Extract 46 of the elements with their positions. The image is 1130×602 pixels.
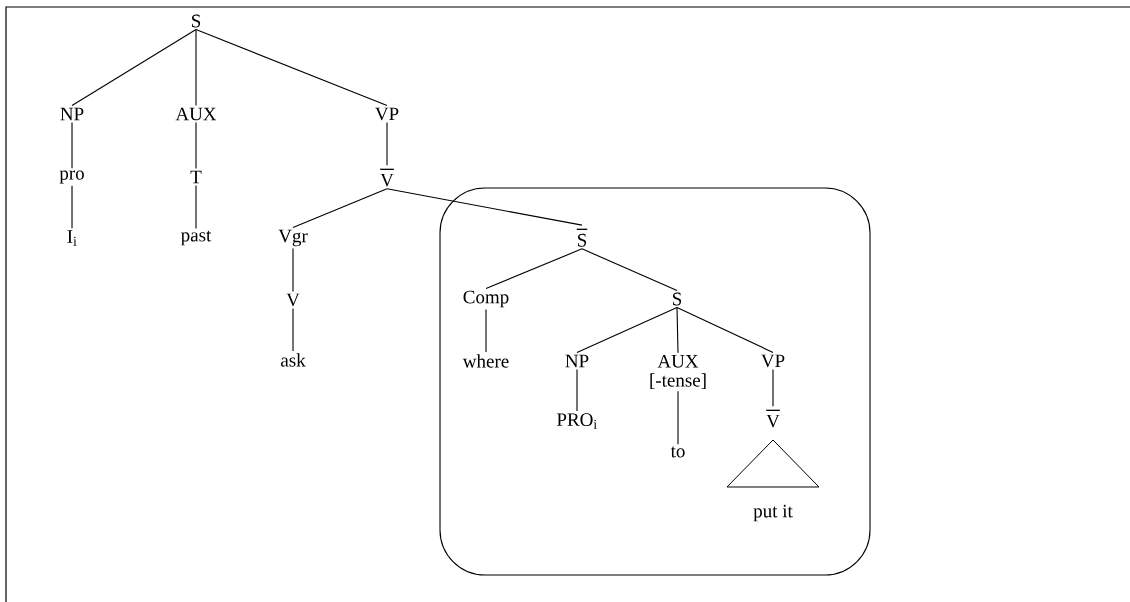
tree-branch: [576, 368, 578, 412]
tree-label: S: [673, 292, 682, 306]
tree-label: PRO$_{i}$: [557, 413, 597, 429]
tree-label: AUX: [175, 107, 217, 121]
tree-branch: [386, 188, 583, 226]
tree-label: Vgr: [278, 229, 308, 247]
tree-label: $\overline{\hbox{V}}$: [380, 169, 394, 187]
tree-branch: [485, 248, 583, 290]
tree-label: AUX [-tense]: [650, 354, 706, 390]
tree-branch: [71, 185, 73, 229]
tree-branch: [195, 122, 197, 170]
tree-branch: [676, 307, 774, 353]
tree-branch: [195, 29, 388, 106]
tree-label: to: [670, 446, 685, 458]
tree-branch: [677, 390, 679, 445]
tree-branch: [292, 308, 294, 352]
tree-label: S: [192, 14, 201, 28]
tree-branch: [292, 247, 294, 292]
tree-label: NP: [565, 354, 589, 368]
tree-branch: [71, 29, 197, 107]
tree-label: pro: [59, 170, 84, 184]
tree-branch: [195, 184, 197, 229]
tree-label: $\overline{\hbox{V}}$: [766, 410, 780, 428]
tree-label: ask: [281, 353, 306, 367]
tree-label: where: [462, 354, 509, 368]
tree-branch: [576, 307, 678, 354]
node-label: put it: [753, 504, 793, 522]
tree-branch: [772, 369, 774, 407]
tree-label: VP: [375, 107, 399, 121]
tree-label: T: [190, 170, 202, 184]
tree-label: VP: [761, 354, 785, 368]
tree-branch: [485, 308, 487, 353]
tree-branch: [386, 122, 388, 166]
tree-branch: [676, 307, 679, 354]
tree-label: V: [286, 293, 300, 307]
tree-label: Comp: [463, 290, 509, 308]
tree-branch: [195, 29, 197, 106]
triangle-abbreviation: put it: [726, 439, 820, 522]
tree-branch: [71, 121, 73, 169]
rounded-box: [439, 187, 871, 576]
tree-label: $\overline{\hbox{S}}$: [576, 229, 588, 247]
tree-label: NP: [60, 107, 84, 121]
tree-branch: [581, 248, 678, 291]
tree-label: I$_{i}$: [67, 230, 77, 246]
tree-branch: [292, 188, 388, 229]
tree-label: past: [181, 230, 212, 246]
